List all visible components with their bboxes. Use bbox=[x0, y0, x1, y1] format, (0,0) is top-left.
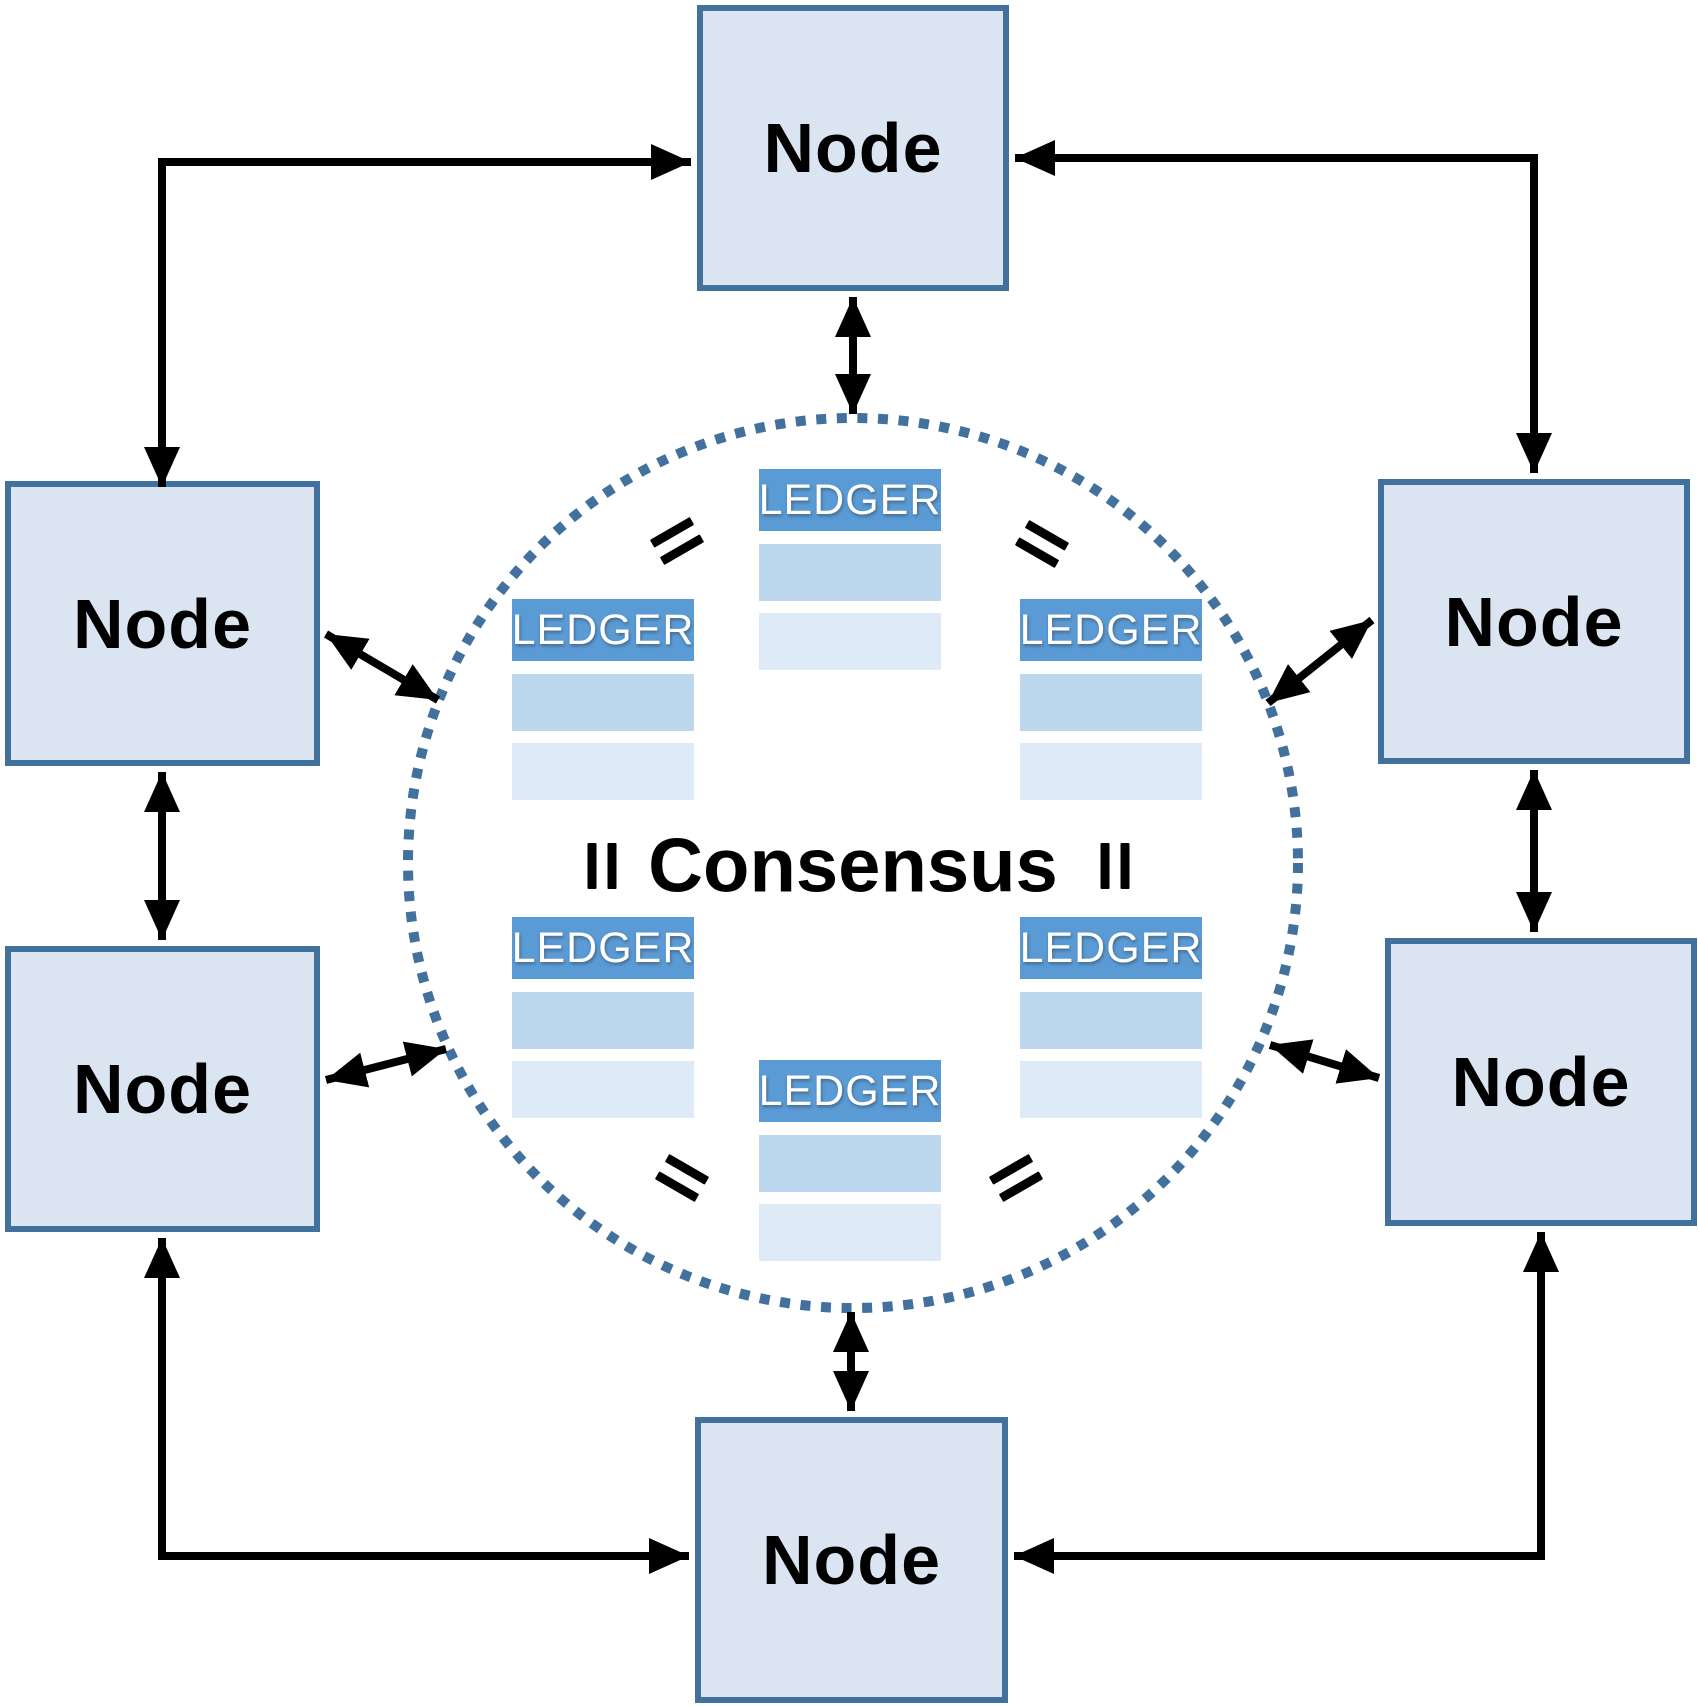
ledger-row bbox=[759, 544, 941, 601]
equals-icon-mid-left bbox=[587, 843, 617, 889]
ledger-top-center: LEDGER bbox=[759, 469, 941, 670]
node-label: Node bbox=[1451, 1043, 1631, 1121]
ledger-mid-right: LEDGER bbox=[1020, 599, 1202, 800]
node-label: Node bbox=[1444, 582, 1624, 661]
ledger-title: LEDGER bbox=[512, 917, 694, 979]
ledger-bottom-left: LEDGER bbox=[512, 917, 694, 1118]
consensus-label: Consensus bbox=[648, 823, 1058, 909]
node-label: Node bbox=[762, 1521, 941, 1599]
ledger-row bbox=[512, 1061, 694, 1118]
arrow-bottom-to-right-lower bbox=[1014, 1232, 1559, 1574]
ledger-row bbox=[1020, 992, 1202, 1049]
ledger-row bbox=[512, 992, 694, 1049]
equals-icon-top-left bbox=[649, 516, 705, 566]
arrow-left-lower-to-bottom bbox=[144, 1238, 689, 1574]
ledger-row bbox=[512, 743, 694, 800]
equals-icon-bottom-right bbox=[988, 1153, 1044, 1203]
node-box-right-upper: Node bbox=[1378, 479, 1690, 764]
equals-icon-bottom-left bbox=[654, 1153, 710, 1203]
ledger-title: LEDGER bbox=[1020, 917, 1202, 979]
node-box-left-upper: Node bbox=[5, 481, 320, 766]
ledger-bottom-center: LEDGER bbox=[759, 1060, 941, 1261]
ledger-row bbox=[759, 1204, 941, 1261]
ledger-title: LEDGER bbox=[1020, 599, 1202, 661]
arrow-right-upper-node-to-circle bbox=[1265, 616, 1375, 707]
node-label: Node bbox=[763, 109, 943, 187]
arrow-left-upper-to-top bbox=[144, 144, 691, 487]
ledger-row bbox=[1020, 1061, 1202, 1118]
ledger-title: LEDGER bbox=[512, 599, 694, 661]
ledger-title: LEDGER bbox=[759, 469, 941, 531]
node-box-left-lower: Node bbox=[5, 946, 320, 1232]
arrow-top-to-right-upper bbox=[1015, 140, 1552, 473]
arrow-right-lower-node-to-circle bbox=[1268, 1039, 1381, 1084]
arrow-left-upper-node-to-circle bbox=[323, 630, 441, 704]
arrow-left-lower-node-to-circle bbox=[324, 1041, 448, 1088]
node-box-right-lower: Node bbox=[1385, 938, 1697, 1226]
node-label: Node bbox=[73, 1050, 252, 1128]
ledger-bottom-right: LEDGER bbox=[1020, 917, 1202, 1118]
ledger-row bbox=[512, 674, 694, 731]
ledger-row bbox=[1020, 674, 1202, 731]
ledger-row bbox=[1020, 743, 1202, 800]
ledger-row bbox=[759, 1135, 941, 1192]
ledger-row bbox=[759, 613, 941, 670]
node-box-top: Node bbox=[697, 5, 1009, 291]
ledger-mid-left: LEDGER bbox=[512, 599, 694, 800]
equals-icon-top-right bbox=[1014, 519, 1070, 569]
node-label: Node bbox=[73, 584, 252, 663]
ledger-title: LEDGER bbox=[759, 1060, 941, 1122]
node-box-bottom: Node bbox=[695, 1417, 1008, 1703]
equals-icon-mid-right bbox=[1100, 843, 1130, 889]
